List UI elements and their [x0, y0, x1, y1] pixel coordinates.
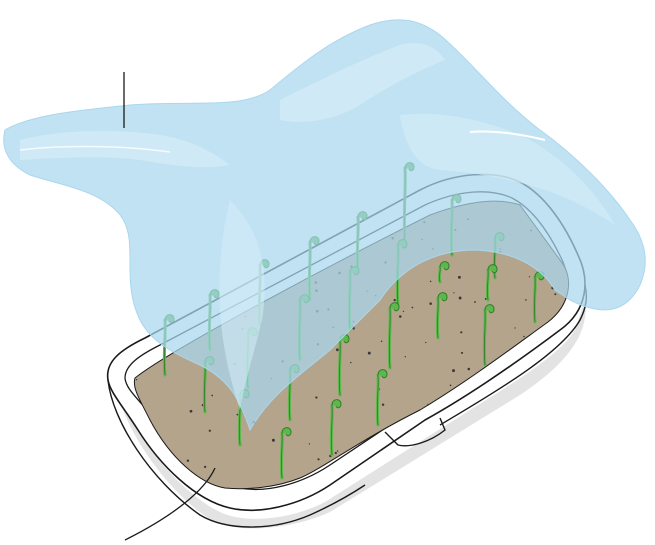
soil-speck	[568, 328, 570, 330]
soil-speck	[350, 362, 351, 363]
soil-speck	[135, 483, 137, 485]
soil-speck	[136, 379, 137, 380]
soil-speck	[500, 444, 501, 445]
soil-speck	[336, 348, 339, 351]
soil-speck	[557, 349, 558, 350]
soil-speck	[211, 395, 213, 397]
soil-speck	[368, 352, 371, 355]
soil-speck	[204, 466, 206, 468]
soil-speck	[209, 430, 211, 432]
soil-speck	[523, 336, 525, 338]
soil-speck	[571, 445, 574, 448]
soil-speck	[412, 307, 414, 309]
soil-speck	[569, 383, 572, 386]
soil-speck	[466, 467, 468, 469]
soil-speck	[317, 458, 319, 460]
soil-speck	[450, 385, 452, 387]
soil-speck	[533, 352, 535, 354]
soil-speck	[187, 460, 189, 462]
soil-speck	[381, 341, 383, 343]
soil-speck	[524, 474, 526, 476]
soil-speck	[337, 450, 338, 451]
soil-speck	[550, 432, 552, 434]
soil-speck	[514, 327, 515, 328]
soil-speck	[429, 477, 432, 480]
soil-speck	[394, 299, 396, 301]
soil-speck	[429, 302, 432, 305]
soil-speck	[461, 352, 463, 354]
soil-speck	[560, 467, 563, 470]
soil-speck	[468, 368, 471, 371]
soil-speck	[156, 471, 159, 474]
soil-speck	[382, 403, 384, 405]
soil-speck	[403, 311, 404, 312]
soil-speck	[335, 452, 337, 454]
soil-speck	[425, 342, 426, 343]
soil-speck	[560, 458, 562, 460]
soil-speck	[405, 356, 406, 357]
soil-speck	[557, 376, 559, 378]
soil-speck	[315, 396, 317, 398]
soil-speck	[559, 430, 562, 433]
soil-speck	[480, 464, 482, 466]
soil-speck	[190, 410, 193, 413]
soil-speck	[460, 331, 462, 333]
soil-speck	[570, 390, 571, 391]
soil-speck	[452, 369, 455, 372]
soil-speck	[552, 372, 553, 373]
soil-speck	[458, 276, 461, 279]
soil-speck	[474, 301, 476, 303]
soil-speck	[453, 292, 454, 293]
soil-speck	[525, 299, 527, 301]
soil-speck	[427, 404, 428, 405]
soil-speck	[399, 315, 402, 318]
soil-speck	[459, 297, 462, 300]
soil-speck	[309, 443, 310, 444]
soil-speck	[529, 276, 530, 277]
soil-speck	[532, 399, 535, 402]
soil-speck	[554, 293, 556, 295]
soil-speck	[272, 439, 275, 442]
soil-speck	[237, 414, 239, 416]
soil-speck	[430, 281, 432, 283]
